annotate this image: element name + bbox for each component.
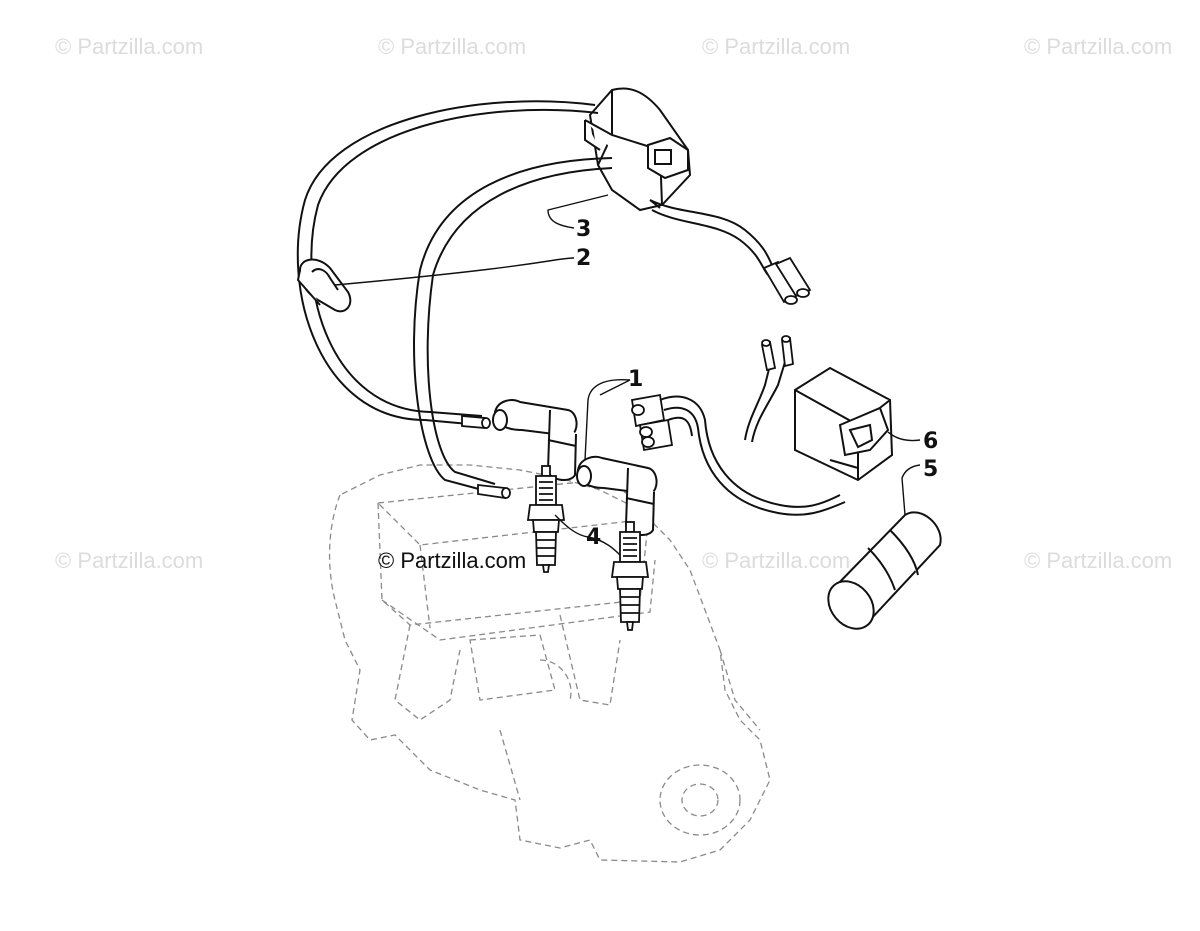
watermark-top-1: © Partzilla.com bbox=[55, 34, 204, 59]
cdi-lead-connectors bbox=[760, 335, 794, 372]
protective-sleeve bbox=[827, 511, 942, 630]
watermark-mid-3: © Partzilla.com bbox=[702, 548, 851, 573]
spark-plug-cap-1 bbox=[492, 399, 578, 482]
callout-6: 6 bbox=[923, 429, 938, 454]
cdi-connector-block bbox=[630, 393, 674, 452]
watermark-mid-4: © Partzilla.com bbox=[1024, 548, 1173, 573]
callout-2: 2 bbox=[576, 246, 591, 271]
callout-4: 4 bbox=[586, 525, 601, 550]
watermark-mid-1: © Partzilla.com bbox=[55, 548, 204, 573]
spark-plug-cap-2 bbox=[576, 455, 658, 537]
watermark-top-2: © Partzilla.com bbox=[378, 34, 527, 59]
coil-primary-lead bbox=[649, 199, 776, 276]
watermark-mid-2: © Partzilla.com bbox=[378, 548, 527, 573]
cdi-module bbox=[794, 366, 894, 482]
watermark-center: © Partzilla.com bbox=[378, 548, 527, 573]
wire-clip bbox=[296, 258, 352, 313]
cdi-wiring-harness bbox=[659, 361, 846, 516]
callout-5: 5 bbox=[923, 457, 938, 482]
spark-plug-1 bbox=[526, 465, 566, 573]
ignition-coil bbox=[584, 87, 692, 212]
callout-1: 1 bbox=[628, 367, 643, 392]
spark-plug-2 bbox=[610, 521, 650, 631]
callout-3: 3 bbox=[576, 217, 591, 242]
wire-terminals bbox=[461, 415, 511, 500]
coil-lead-connectors bbox=[762, 256, 812, 305]
watermark-top-4: © Partzilla.com bbox=[1024, 34, 1173, 59]
watermark-top-3: © Partzilla.com bbox=[702, 34, 851, 59]
leader-lines bbox=[334, 194, 921, 556]
